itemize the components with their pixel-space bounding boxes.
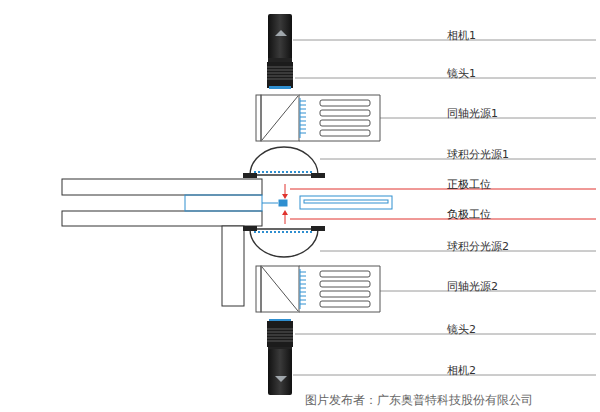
- label-holder: 正极工位: [447, 173, 491, 192]
- fixture: [62, 179, 262, 306]
- part-label: 同轴光源2: [447, 280, 498, 293]
- leader-lines: [293, 40, 596, 375]
- part-label: 球积分光源1: [447, 148, 509, 161]
- part-label: 正极工位: [447, 178, 491, 191]
- label-holder: 同轴光源2: [447, 275, 498, 294]
- label-holder: 球积分光源1: [447, 143, 509, 162]
- part-label: 相机2: [447, 364, 476, 377]
- part-label: 镜头1: [447, 67, 476, 80]
- coaxial-light-2: [256, 266, 380, 312]
- dome-light-1: [243, 147, 325, 178]
- dome-light-2: [243, 226, 325, 257]
- coaxial-light-1: [256, 95, 380, 141]
- label-holder: 镜头1: [447, 62, 476, 81]
- camera-2: [268, 347, 292, 395]
- part-label: 相机1: [447, 29, 476, 42]
- station-markers: [282, 184, 596, 224]
- label-holder: 相机2: [447, 359, 476, 378]
- label-holder: 负极工位: [447, 203, 491, 222]
- part-label: 同轴光源1: [447, 107, 498, 120]
- lens-1: [267, 62, 293, 89]
- part-label: 镜头2: [447, 323, 476, 336]
- label-holder: 同轴光源1: [447, 102, 498, 121]
- label-holder: 镜头2: [447, 318, 476, 337]
- part-label: 负极工位: [447, 208, 491, 221]
- label-holder: 相机1: [447, 24, 476, 43]
- lens-2: [267, 319, 293, 347]
- label-holder: 球积分光源2: [447, 235, 509, 254]
- battery-tab: [185, 195, 392, 211]
- camera-1: [268, 14, 292, 62]
- label-holder: 图片发布者：广东奥普特科技股份有限公司: [305, 389, 533, 408]
- part-label: 球积分光源2: [447, 240, 509, 253]
- watermark: 图片发布者：广东奥普特科技股份有限公司: [305, 393, 533, 407]
